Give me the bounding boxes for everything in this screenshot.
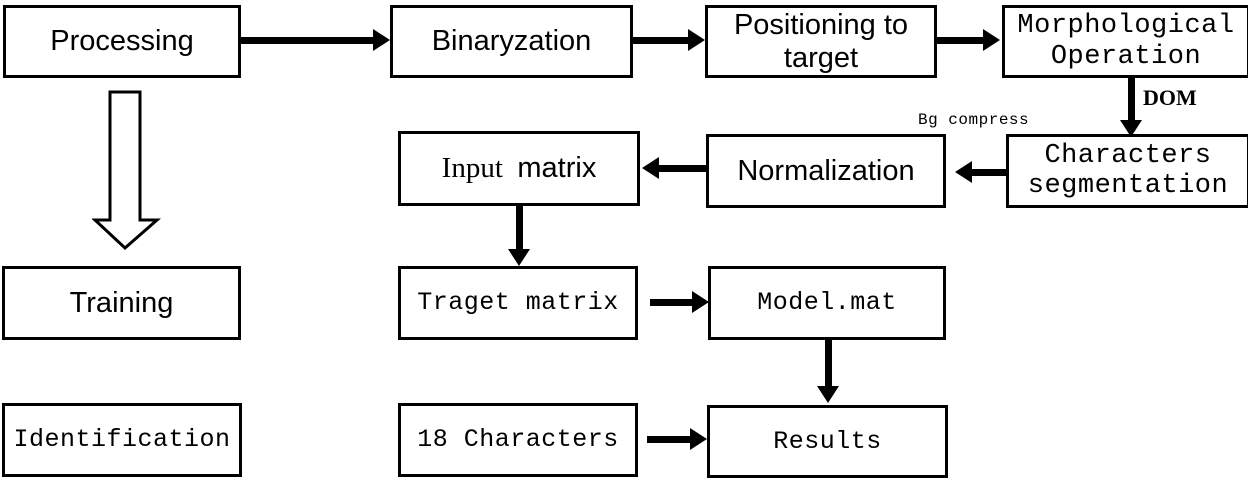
node-input-matrix[interactable]: Input matrix xyxy=(398,131,640,206)
edge-line xyxy=(647,436,690,443)
node-processing-label: Processing xyxy=(50,25,194,58)
block-arrow-icon xyxy=(91,90,161,251)
node-normalization[interactable]: Normalization xyxy=(706,134,946,208)
node-characters-segmentation[interactable]: Characters segmentation xyxy=(1006,134,1248,208)
arrowhead-right-icon xyxy=(688,29,705,51)
edge-line xyxy=(972,169,1006,176)
arrowhead-right-icon xyxy=(373,29,390,51)
edge-label-bg-compress: Bg compress xyxy=(918,111,1030,129)
node-traget-matrix-label: Traget matrix xyxy=(417,288,619,317)
node-results-label: Results xyxy=(773,426,882,456)
arrowhead-down-icon xyxy=(508,249,530,266)
node-positioning-to-target[interactable]: Positioning to target xyxy=(705,5,937,78)
label-space xyxy=(503,152,518,184)
node-18-characters-label: 18 Characters xyxy=(417,425,619,454)
node-binaryzation-label: Binaryzation xyxy=(431,25,592,58)
edge-line xyxy=(937,37,983,44)
edge-label-dom: DOM xyxy=(1143,85,1197,110)
node-model-mat-label: Model.mat xyxy=(757,288,897,317)
node-binaryzation[interactable]: Binaryzation xyxy=(390,5,633,78)
arrowhead-right-icon xyxy=(692,291,709,313)
edge-line xyxy=(1128,78,1135,122)
node-morphological-operation-label: Morphological Operation xyxy=(1017,11,1235,72)
node-training[interactable]: Training xyxy=(2,266,241,340)
edge-processing-to-training-block-arrow xyxy=(91,90,162,252)
node-normalization-label: Normalization xyxy=(737,154,915,187)
arrowhead-left-icon xyxy=(955,161,972,183)
node-identification-label: Identification xyxy=(13,425,231,454)
node-traget-matrix[interactable]: Traget matrix xyxy=(398,266,638,340)
node-characters-segmentation-clipped-text: … xyxy=(1134,199,1174,204)
node-18-characters[interactable]: 18 Characters xyxy=(398,403,638,477)
node-morphological-operation[interactable]: Morphological Operation xyxy=(1002,5,1248,78)
node-model-mat[interactable]: Model.mat xyxy=(708,266,946,340)
arrowhead-left-icon xyxy=(642,157,659,179)
node-input-matrix-label-part-a: Input xyxy=(441,152,503,185)
node-processing[interactable]: Processing xyxy=(3,5,241,78)
edge-line xyxy=(633,37,688,44)
node-input-matrix-label: Input matrix xyxy=(401,152,637,184)
node-positioning-to-target-label: Positioning to target xyxy=(733,9,909,74)
edge-line xyxy=(825,340,832,388)
arrowhead-down-icon xyxy=(1120,120,1142,137)
edge-line xyxy=(516,206,523,251)
edge-line xyxy=(650,299,692,306)
node-training-label: Training xyxy=(69,286,174,319)
node-identification[interactable]: Identification xyxy=(2,403,242,477)
edge-line xyxy=(241,37,373,44)
edge-line xyxy=(659,165,706,172)
arrowhead-right-icon xyxy=(690,428,707,450)
arrowhead-right-icon xyxy=(983,29,1000,51)
node-results[interactable]: Results xyxy=(707,405,948,478)
node-characters-segmentation-label: Characters segmentation xyxy=(1027,140,1229,201)
node-input-matrix-label-part-b: matrix xyxy=(517,152,597,185)
node-morphological-clipped-text: … xyxy=(1134,69,1174,74)
arrowhead-down-icon xyxy=(817,386,839,403)
